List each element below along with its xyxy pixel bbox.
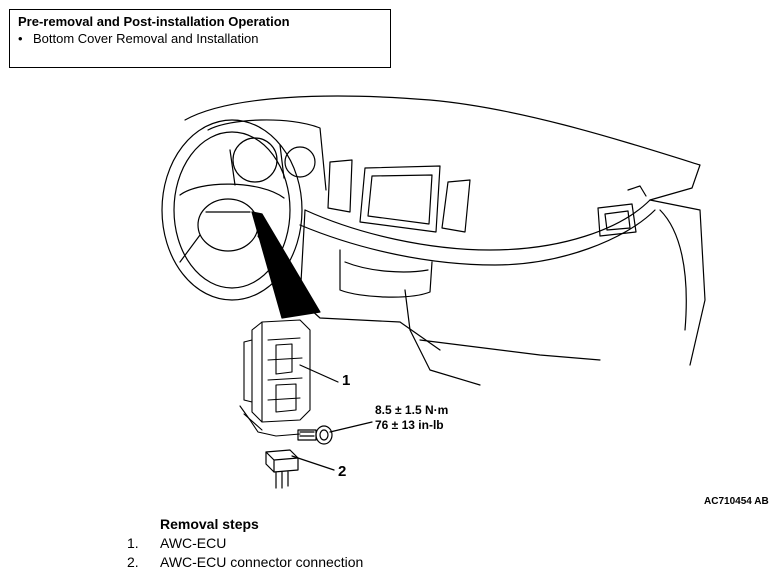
step-text: AWC-ECU [160,535,227,551]
ecu-connector [265,449,299,489]
step-number: 1. [127,535,139,551]
awc-ecu-unit [239,319,311,437]
info-box-title: Pre-removal and Post-installation Operat… [18,14,290,29]
torque-imperial: 76 ± 13 in-lb [375,418,444,432]
removal-steps-title: Removal steps [160,516,259,532]
passenger-vent [597,185,687,331]
dashboard-outline [184,95,706,386]
step-text: AWC-ECU connector connection [160,554,364,570]
callout-part-1: 1 [342,372,351,389]
info-box-item: • Bottom Cover Removal and Installation [18,30,382,47]
location-pointer [251,211,321,319]
pre-removal-info-box: Pre-removal and Post-installation Operat… [9,9,391,68]
torque-leader [329,421,373,433]
figure-id: AC710454 AB [704,496,769,507]
bullet: • [18,31,23,46]
torque-metric: 8.5 ± 1.5 N·m [375,403,449,417]
callout-2-leader [291,455,335,471]
center-console-vents [327,159,471,233]
step-number: 2. [127,554,139,570]
instrument-cluster [207,119,327,191]
info-box-item-text: Bottom Cover Removal and Installation [33,31,259,46]
mounting-bolt [297,425,333,445]
callout-1-leader [299,364,339,383]
callout-part-2: 2 [338,463,347,480]
